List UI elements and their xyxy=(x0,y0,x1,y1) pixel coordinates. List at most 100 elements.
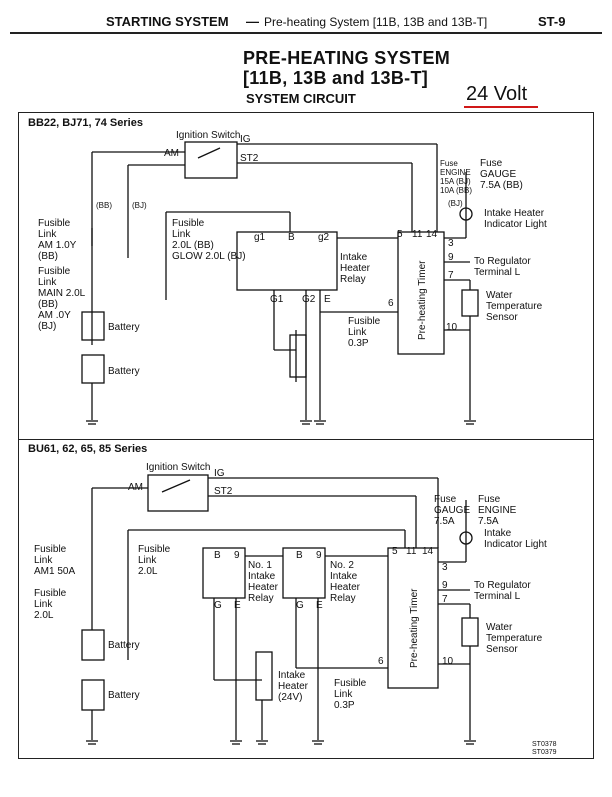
pin-G1: G1 xyxy=(270,294,284,305)
header-rule xyxy=(10,32,602,34)
relay2-pin-b: B xyxy=(296,550,303,561)
ignition-switch-label: Ignition Switch xyxy=(176,130,240,141)
voltage-label: 24 Volt xyxy=(466,83,528,105)
am-label: AM xyxy=(164,148,179,159)
fusible-p-label-1: Fusible xyxy=(334,678,367,689)
bb-label: (BB) xyxy=(96,201,112,210)
timer-pin-b11: 11 xyxy=(406,546,417,557)
relay2-pin-e: E xyxy=(316,600,323,611)
timer-pin-11: 11 xyxy=(412,229,423,240)
timer-pin-10: 10 xyxy=(446,322,458,333)
fusible-link-p-label-2: Link xyxy=(348,327,367,338)
regulator-label-1: To Regulator xyxy=(474,256,531,267)
relay1-pin-g: G xyxy=(214,600,222,611)
page-header: STARTING SYSTEM — Pre-heating System [11… xyxy=(8,10,608,34)
fuse-engine-label-4: 10A (BB) xyxy=(440,186,472,195)
fusible-am1-label-3: AM1 50A xyxy=(34,566,75,577)
regulator-label-b1: To Regulator xyxy=(474,580,531,591)
fusible-link-main-label-2: Link xyxy=(38,277,57,288)
fusible-link-main-label-3: MAIN 2.0L xyxy=(38,288,86,299)
relay2-label-3: Heater xyxy=(330,582,361,593)
system-circuit-label: SYSTEM CIRCUIT xyxy=(246,91,356,106)
page-title: PRE-HEATING SYSTEM xyxy=(243,48,451,68)
timer-pin-14: 14 xyxy=(426,229,438,240)
timer-pin-3: 3 xyxy=(448,238,454,249)
fusible-am1-label-2: Link xyxy=(34,555,53,566)
relay2-label-1: No. 2 xyxy=(330,560,354,571)
indicator-label-1: Intake Heater xyxy=(484,208,545,219)
fusible-link-am-label-4: (BB) xyxy=(38,251,58,262)
fuse-gauge-label-b3: 7.5A xyxy=(434,516,455,527)
relay1-pin-e: E xyxy=(234,600,241,611)
header-subtitle: Pre-heating System [11B, 13B and 13B-T] xyxy=(264,15,488,29)
relay1-label-3: Heater xyxy=(248,582,279,593)
intake-heater-relay-box xyxy=(236,231,338,291)
timer-pin-9: 9 xyxy=(448,252,454,263)
page-title-models: [11B, 13B and 13B-T] xyxy=(243,68,429,88)
water-sensor-label-b2: Temperature xyxy=(486,633,543,644)
series-label-bottom: BU61, 62, 65, 85 Series xyxy=(28,443,147,455)
relay2-pin-g: G xyxy=(296,600,304,611)
fuse-gauge-label-b1: Fuse xyxy=(434,494,457,505)
relay1-label-1: No. 1 xyxy=(248,560,272,571)
figure-code-2: ST0379 xyxy=(532,749,557,756)
timer-pin-b7: 7 xyxy=(442,594,448,605)
pin-b: B xyxy=(288,232,295,243)
fusible-am1-label-1: Fusible xyxy=(34,544,67,555)
fuse-gauge-label-b2: GAUGE xyxy=(434,505,470,516)
water-sensor-label-2: Temperature xyxy=(486,301,543,312)
fusible-2-label-1: Fusible xyxy=(138,544,171,555)
battery-label-1: Battery xyxy=(108,322,140,333)
figure-code-1: ST0378 xyxy=(532,741,557,748)
timer-pin-7: 7 xyxy=(448,270,454,281)
voltage-underline xyxy=(464,106,538,108)
battery-label-3: Battery xyxy=(108,640,140,651)
am-label-2: AM xyxy=(128,482,143,493)
relay2-label-2: Intake xyxy=(330,571,358,582)
fuse-engine-label-b2: ENGINE xyxy=(478,505,517,516)
ground-symbols xyxy=(86,420,476,425)
indicator-label-b2: Indicator Light xyxy=(484,539,547,550)
pin-e: E xyxy=(324,294,331,305)
water-sensor-label-b3: Sensor xyxy=(486,644,518,655)
ignition-switch-label-2: Ignition Switch xyxy=(146,462,210,473)
fuse-engine-label-1: Fuse xyxy=(440,159,458,168)
pre-heating-timer-box xyxy=(397,231,445,355)
water-sensor-label-b1: Water xyxy=(486,622,513,633)
series-label-top: BB22, BJ71, 74 Series xyxy=(28,117,143,129)
fusible-link-glow-label-1: Fusible xyxy=(172,218,205,229)
fuse-engine-label-b1: Fuse xyxy=(478,494,501,505)
pin-G2: G2 xyxy=(302,294,316,305)
relay1-pin-b: B xyxy=(214,550,221,561)
fusible-p-label-3: 0.3P xyxy=(334,700,355,711)
header-page-number: ST-9 xyxy=(538,14,566,29)
timer-pin-6: 6 xyxy=(388,298,394,309)
relay1-pin-9: 9 xyxy=(234,550,240,561)
relay1-label-4: Relay xyxy=(248,593,274,604)
timer-pin-b5: 5 xyxy=(392,546,398,557)
relay2-label-4: Relay xyxy=(330,593,356,604)
relay-label-2: Heater xyxy=(340,263,371,274)
indicator-label-2: Indicator Light xyxy=(484,219,547,230)
fusible-link-main-label-5: AM .0Y xyxy=(38,310,71,321)
header-dash: — xyxy=(246,14,259,29)
regulator-label-2: Terminal L xyxy=(474,267,521,278)
water-sensor-label-1: Water xyxy=(486,290,513,301)
timer-label-2: Pre-heating Timer xyxy=(409,588,420,668)
bj-label: (BJ) xyxy=(132,201,147,210)
timer-pin-b3: 3 xyxy=(442,562,448,573)
relay-label-1: Intake xyxy=(340,252,368,263)
heater-label-3: (24V) xyxy=(278,692,302,703)
battery-label-2: Battery xyxy=(108,366,140,377)
timer-pin-b10: 10 xyxy=(442,656,454,667)
timer-label: Pre-heating Timer xyxy=(417,260,428,340)
fusible-3-label-1: Fusible xyxy=(34,588,67,599)
fusible-link-main-label-1: Fusible xyxy=(38,266,71,277)
fusible-2-label-2: Link xyxy=(138,555,157,566)
timer-pin-b14: 14 xyxy=(422,546,434,557)
fuse-gauge-label-2: GAUGE xyxy=(480,169,516,180)
relay1-label-2: Intake xyxy=(248,571,276,582)
fusible-link-p-label-3: 0.3P xyxy=(348,338,369,349)
pre-heating-timer-box-2 xyxy=(387,547,439,689)
